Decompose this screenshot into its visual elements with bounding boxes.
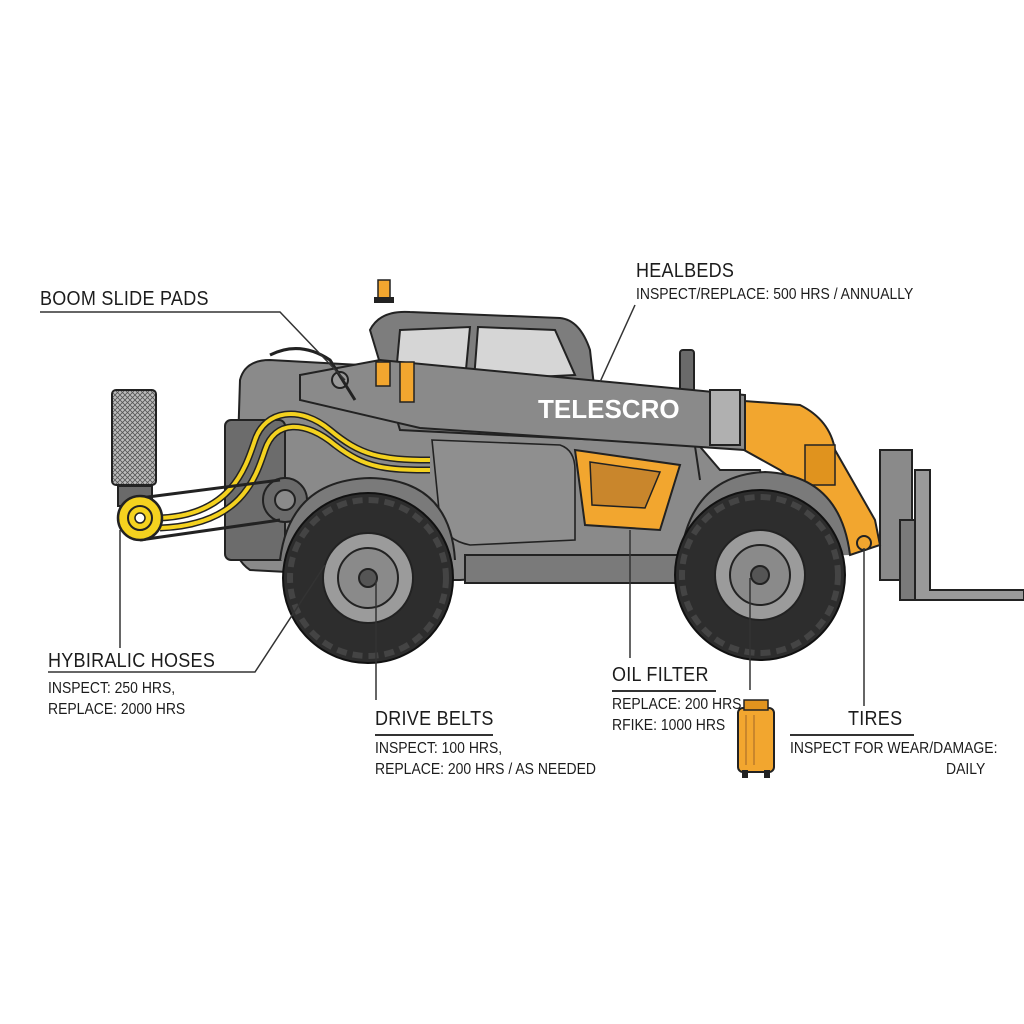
forks [879,449,1024,601]
tires-inspect: INSPECT FOR WEAR/DAMAGE: [790,740,998,757]
hydraulic-hoses [159,347,431,532]
hydraulic-hoses-inspect: INSPECT: 250 HRS, [48,680,176,697]
oil-filter-title: OIL FILTER [612,664,709,686]
oil-filter-canister [737,699,775,778]
tires-frequency: DAILY [946,761,986,778]
hydraulic-hoses-title: HYBIRALIC HOSES [48,650,216,672]
healbeds-interval: INSPECT/REPLACE: 500 HRS / ANNUALLY [636,286,914,303]
boom-linkage [728,398,882,557]
hydraulic-hoses-replace: REPLACE: 2000 HRS [48,701,186,718]
boom-slide-pads-title: BOOM SLIDE PADS [40,288,209,310]
drive-belts-inspect: INSPECT: 100 HRS, [375,740,503,757]
drive-belt-pulley [116,478,281,542]
healbeds-title: HEALBEDS [636,260,735,282]
front-wheel [674,489,846,661]
oil-filter-underline [612,690,716,692]
drive-belts-replace: REPLACE: 200 HRS / AS NEEDED [375,761,596,778]
brand-text: TELESCRO [538,394,680,424]
oil-filter-second: RFIKE: 1000 HRS [612,717,726,734]
drive-belts-title: DRIVE BELTS [375,708,494,730]
tires-title: TIRES [848,708,903,730]
boom [299,358,746,452]
rear-wheel [282,492,454,664]
leader-lines [40,304,865,706]
oil-filter-replace: REPLACE: 200 HRS [612,696,742,713]
drive-belts-underline [375,734,493,736]
tires-underline [790,734,914,736]
